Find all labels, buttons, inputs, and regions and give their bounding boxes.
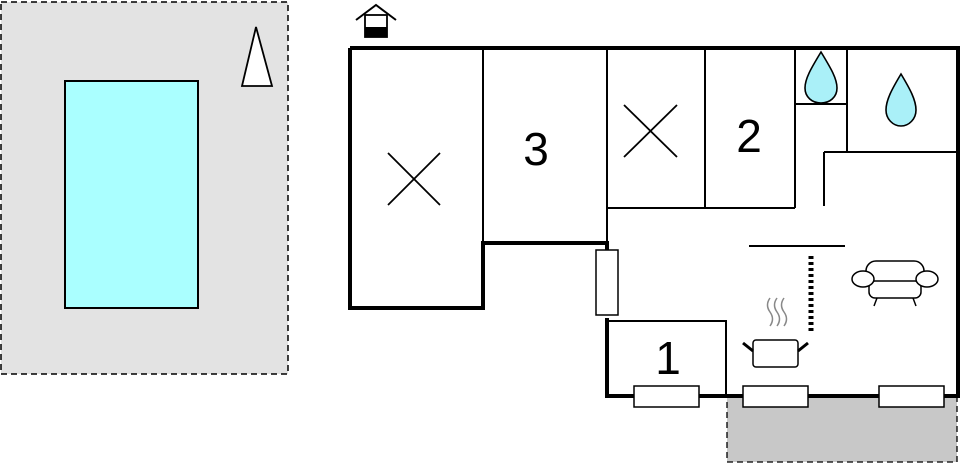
bath-icon [885, 72, 917, 127]
shower-icon [804, 50, 838, 104]
window [633, 385, 700, 408]
compass-north-icon [240, 26, 274, 87]
window [742, 385, 809, 408]
room-1-label: 1 [655, 332, 681, 384]
room-3-label: 3 [523, 123, 549, 175]
cross-mark-icon [387, 152, 441, 206]
windows [595, 249, 945, 408]
house-icon [355, 3, 397, 38]
pool [64, 80, 199, 309]
window [878, 385, 945, 408]
window [595, 249, 619, 316]
interior-walls [482, 48, 958, 396]
room-2-label: 2 [736, 110, 762, 162]
cooking-pot-icon [742, 297, 809, 368]
garden-area [0, 1, 289, 375]
outer-walls [348, 46, 960, 398]
cross-mark-icon [623, 104, 678, 158]
sofa-icon [851, 260, 939, 307]
